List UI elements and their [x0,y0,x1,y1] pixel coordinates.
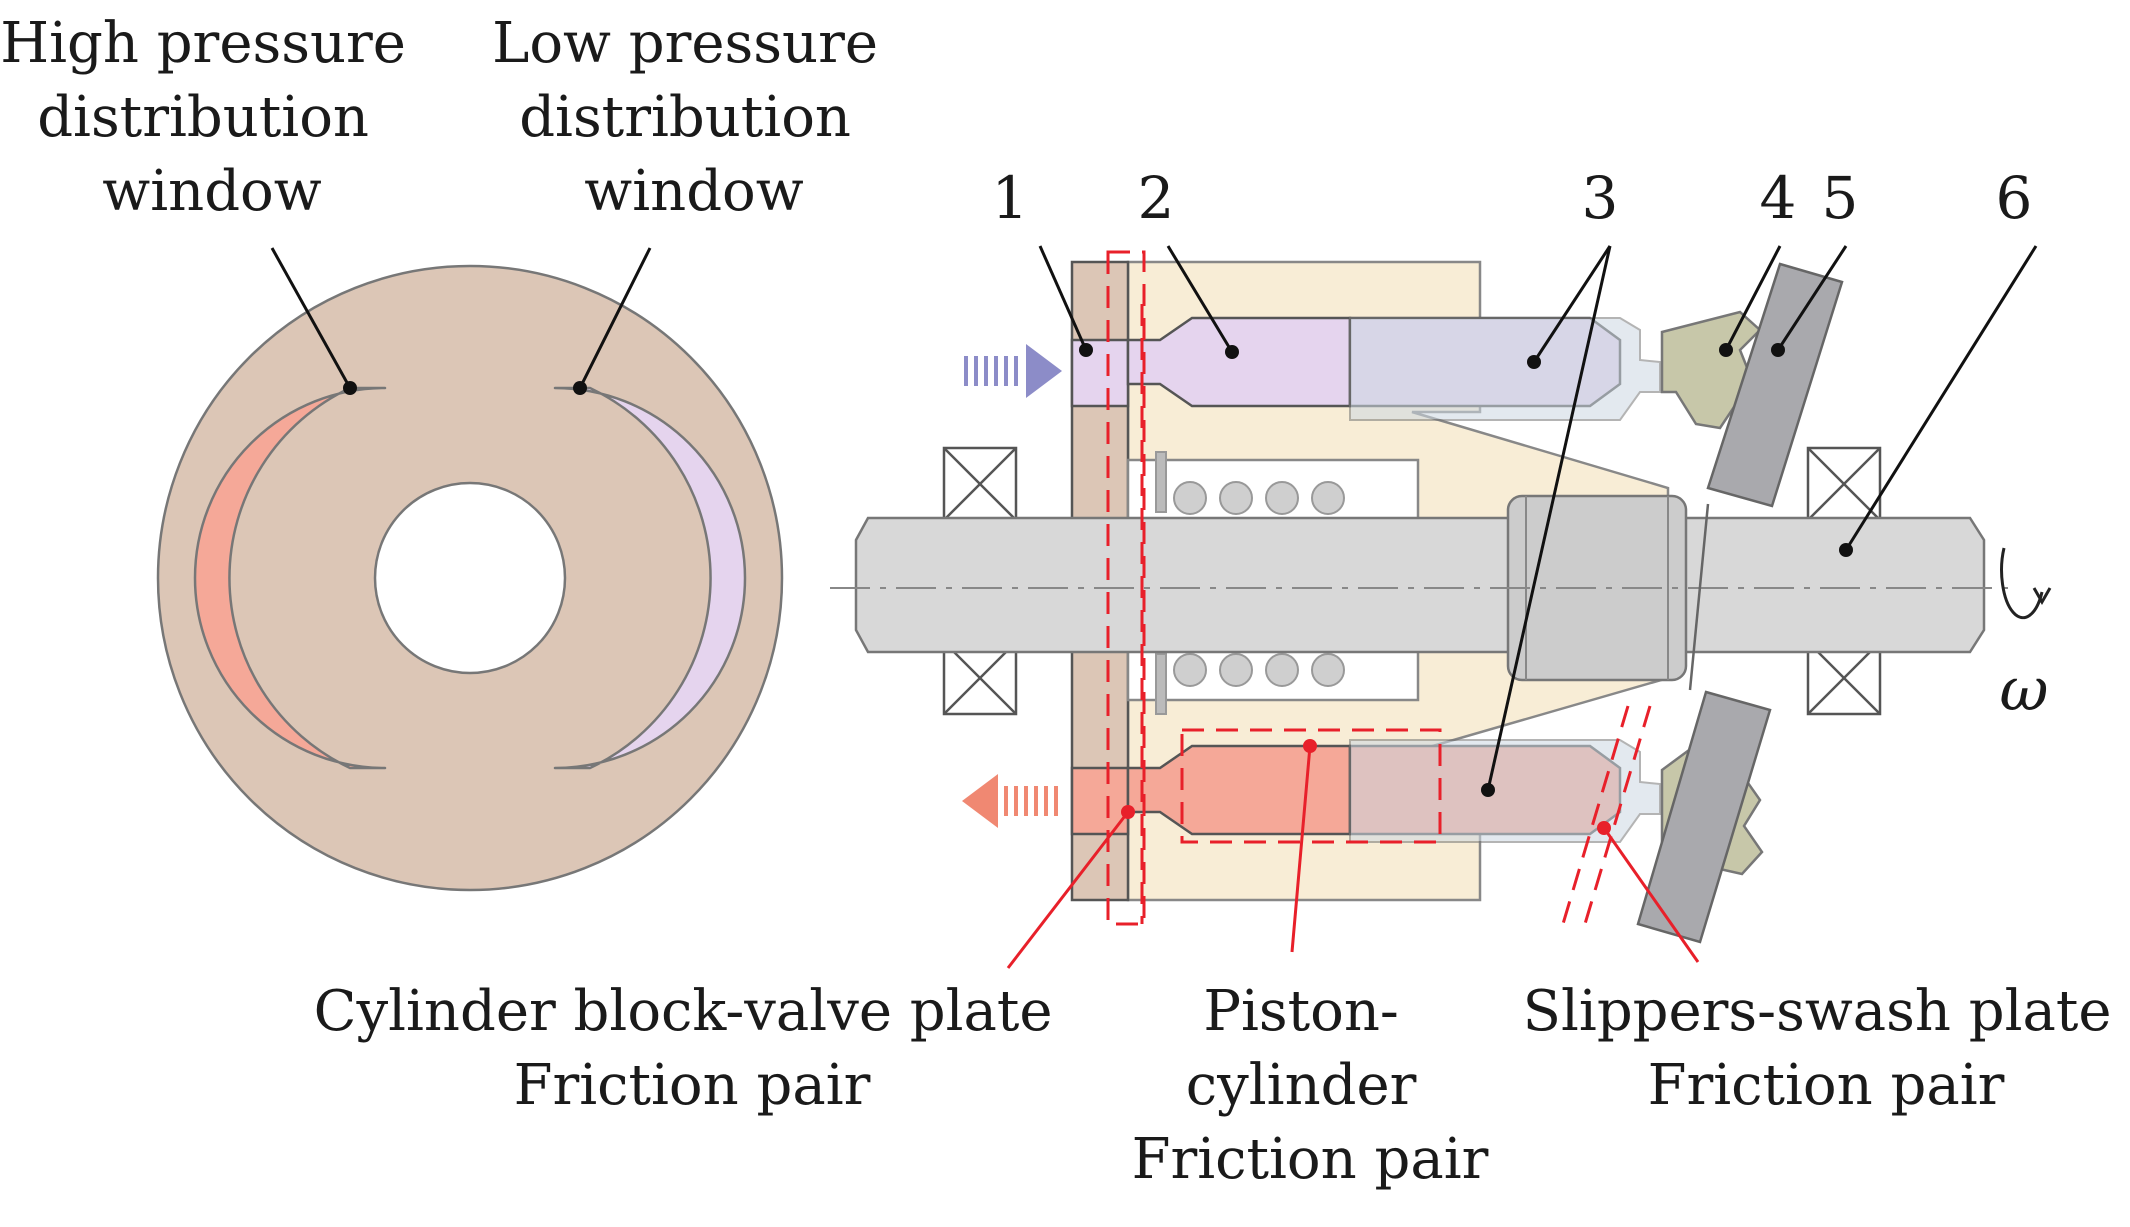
valve-plate-friction-boundary [1106,250,1146,926]
valve-plate-center-hole [373,481,567,675]
low-pressure-window-label: Low pressure distribution window [492,11,896,224]
angular-velocity-symbol: ω [2000,655,2049,725]
piston-cylinder-friction-label: Piston- cylinder Friction pair [1132,979,1489,1192]
piston-cylinder-friction-boundary [1180,728,1442,844]
pump-cross-section [830,250,2052,944]
outlet-arrow [962,774,1058,828]
part-number-4: 4 [1760,164,1797,232]
leader-lines [270,245,2038,969]
slipper-friction-line-2 [1580,705,1652,935]
left-bearing [942,446,1018,716]
part-number-2: 2 [1138,164,1175,232]
right-bearing [1806,446,1882,716]
lower-swash-plate [1636,690,1772,944]
cylinder-valve-friction-label: Cylinder block-valve plate Friction pair [314,979,1071,1118]
part-number-1: 1 [992,164,1029,232]
high-pressure-window [193,386,387,770]
slipper-friction-line-1 [1558,705,1630,935]
part-number-3: 3 [1582,164,1619,232]
high-pressure-window-label: High pressure distribution window [0,11,423,224]
part-number-5: 5 [1822,164,1859,232]
rotation-arrow-icon [2000,547,2044,620]
valve-plate-section [1070,260,1130,902]
swash-plate-edge [1688,503,1710,691]
low-pressure-window [553,386,747,770]
inlet-arrow [964,344,1062,398]
valve-plate-front-view [156,264,784,892]
spring [1155,451,1345,715]
shaft [830,494,2010,682]
rotation-arrowhead-icon [2032,587,2052,606]
lower-piston [1126,739,1661,843]
part-number-6: 6 [1996,164,2033,232]
upper-piston [1126,316,1661,421]
slipper-swash-friction-label: Slippers-swash plate Friction pair [1523,979,2130,1118]
upper-swash-plate [1706,262,1844,508]
